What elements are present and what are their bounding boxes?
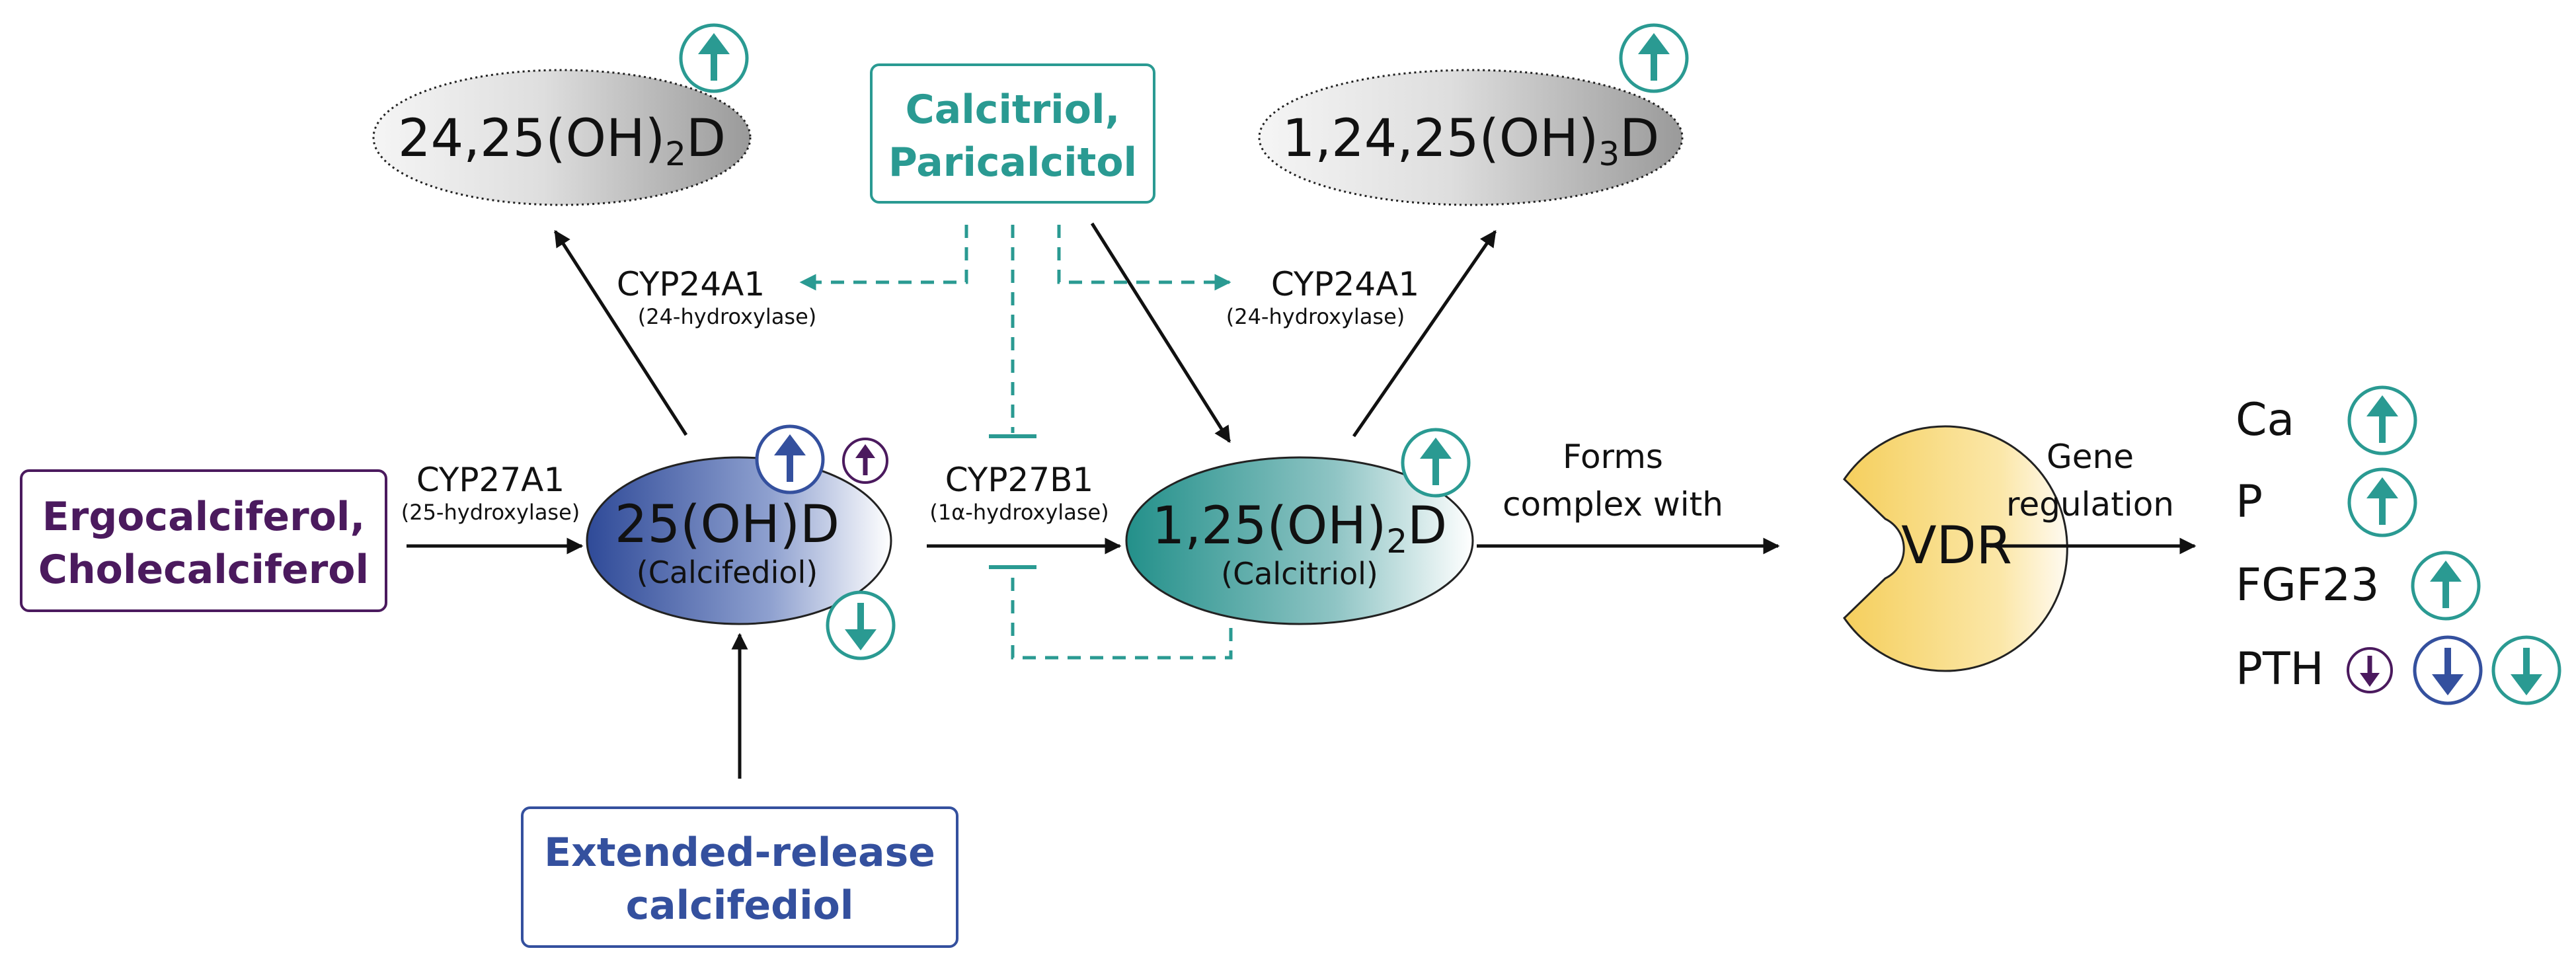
dash-to-cyp24a1-right — [1057, 225, 1231, 291]
erc-label-line1: Extended-release — [544, 830, 935, 876]
arrow-25ohd-to-2425 — [553, 229, 688, 436]
calcitriol-label-line2: Paricalcitol — [888, 139, 1137, 186]
outcome-p: P — [2236, 476, 2263, 528]
metabolite-1-25-oh2d: 1,25(OH)2D (Calcitriol) — [1125, 456, 1474, 625]
up-arrow-icon — [1401, 428, 1471, 498]
solid-arrows — [407, 222, 2197, 779]
up-arrow-icon — [1619, 23, 1689, 93]
svg-text:24,25(OH)2D: 24,25(OH)2D — [398, 109, 726, 173]
down-arrow-icon — [2491, 635, 2561, 705]
cyp24a1-right: CYP24A1 — [1271, 265, 1419, 303]
cyp27b1-desc: (1α-hydroxylase) — [929, 500, 1109, 525]
up-arrow-icon — [2347, 467, 2417, 537]
cyp24a1-left: CYP24A1 — [617, 265, 765, 303]
up-arrow-icon — [2411, 551, 2481, 621]
down-arrow-icon — [826, 590, 896, 660]
cyp24a1-left-desc: (24-hydroxylase) — [638, 304, 817, 329]
m125-calcitriol: (Calcitriol) — [1221, 556, 1378, 592]
dash-feedback-inhibit — [1011, 574, 1233, 660]
forms-complex-line1: Forms — [1563, 438, 1663, 476]
ergocalciferol-box: Ergocalciferol, Cholecalciferol — [20, 469, 387, 612]
svg-text:1,24,25(OH)3D: 1,24,25(OH)3D — [1282, 109, 1660, 173]
ergo-label-line1: Ergocalciferol, — [42, 494, 365, 540]
gene-regulation-line1: Gene — [2047, 438, 2134, 476]
ergo-label-line2: Cholecalciferol — [38, 547, 369, 593]
cyp24a1-right-desc: (24-hydroxylase) — [1226, 304, 1405, 329]
extended-release-calcifediol-box: Extended-release calcifediol — [521, 806, 958, 948]
inhibition-bars — [989, 434, 1036, 569]
vdr-receptor: VDR — [1843, 425, 2068, 672]
metabolite-25-ohd: 25(OH)D (Calcifediol) — [586, 456, 892, 625]
svg-text:1,25(OH)2D: 1,25(OH)2D — [1152, 496, 1447, 561]
up-arrow-icon — [679, 23, 749, 93]
dashed-regulation — [799, 225, 1233, 660]
outcome-pth: PTH — [2236, 643, 2324, 695]
arrow-125-to-12425 — [1352, 229, 1497, 438]
m25-calcifediol: (Calcifediol) — [637, 555, 818, 590]
cyp27b1: CYP27B1 — [945, 461, 1093, 499]
calcitriol-paricalcitol-box: Calcitriol, Paricalcitol — [870, 63, 1155, 204]
up-arrow-icon — [2347, 385, 2417, 455]
arrow-calcitriol-to-125 — [1090, 222, 1231, 444]
outcome-ca: Ca — [2236, 394, 2294, 446]
gene-regulation-line2: regulation — [2006, 485, 2174, 524]
up-arrow-icon — [842, 438, 888, 484]
metabolite-24-25-oh2d: 24,25(OH)2D — [372, 69, 752, 206]
dash-to-cyp24a1-left — [799, 225, 968, 291]
forms-complex-line2: complex with — [1503, 485, 1723, 524]
cyp27a1-desc: (25-hydroxylase) — [401, 500, 580, 525]
up-arrow-icon — [755, 424, 825, 494]
calcitriol-label-line1: Calcitriol, — [906, 87, 1120, 133]
down-arrow-icon — [2413, 635, 2483, 705]
down-arrow-icon — [2347, 647, 2393, 693]
metabolite-1-24-25-oh3d: 1,24,25(OH)3D — [1258, 69, 1684, 206]
m25-name: 25(OH)D — [615, 495, 839, 555]
erc-label-line2: calcifediol — [626, 882, 854, 929]
cyp27a1: CYP27A1 — [416, 461, 565, 499]
outcome-fgf23: FGF23 — [2236, 559, 2379, 611]
